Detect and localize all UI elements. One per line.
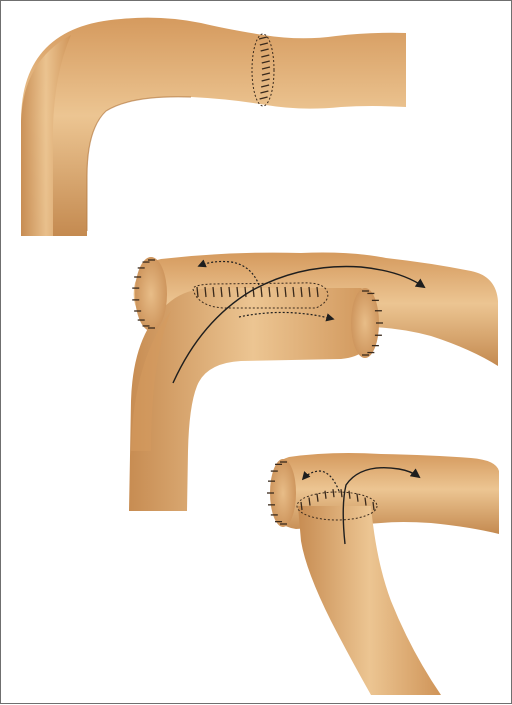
panel-end-to-end-anastomosis — [21, 18, 406, 236]
bowel-inner-curve — [87, 97, 191, 231]
panel-side-to-end-anastomosis-short — [267, 453, 499, 695]
vertical-bowel — [298, 506, 441, 695]
blind-end-right — [351, 288, 379, 358]
bowel-segment — [21, 18, 406, 236]
